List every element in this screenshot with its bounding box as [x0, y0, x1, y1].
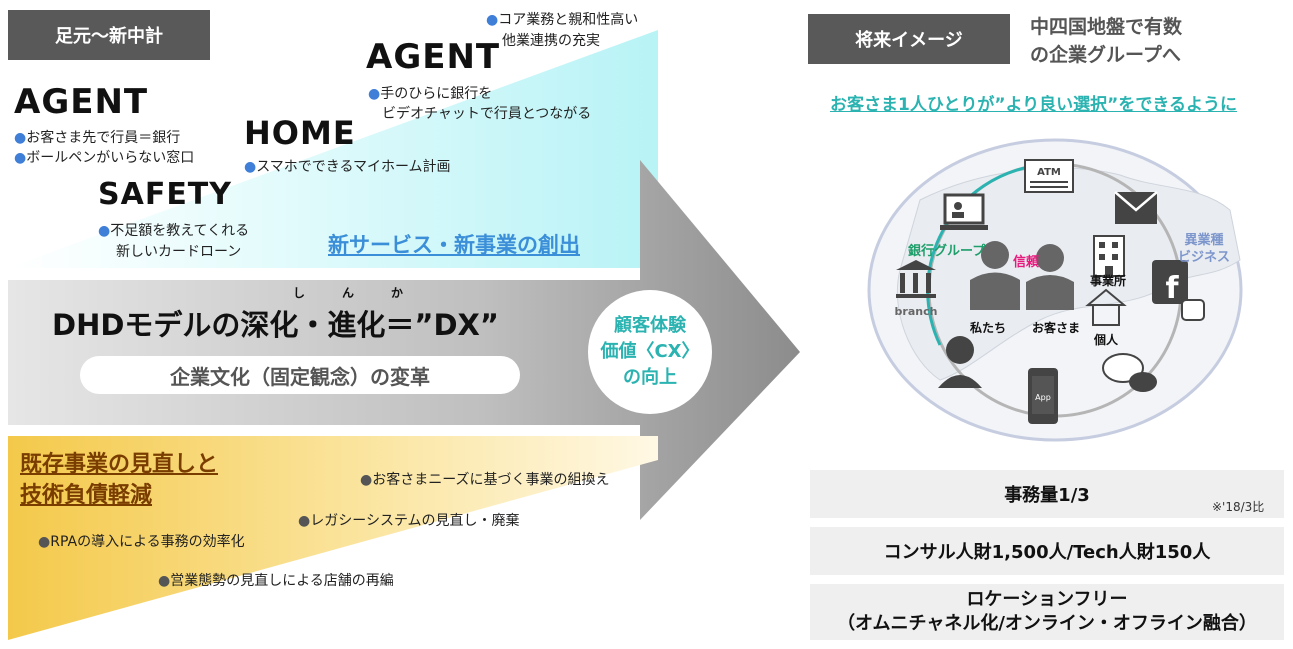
goal-workload: 事務量1/3 — [810, 470, 1284, 518]
dx-ruby: しんか — [293, 286, 403, 300]
chat-icon — [1102, 353, 1157, 392]
atm-icon: ATM — [1024, 159, 1074, 193]
header-note-2: の企業グループへ — [1030, 44, 1181, 66]
growth-wedge — [8, 30, 658, 268]
agent-title-1: AGENT — [14, 82, 149, 122]
people-icon — [970, 241, 1074, 310]
top-note-2: 他業連携の充実 — [502, 33, 600, 49]
home-bullet-1: ●スマホでできるマイホーム計画 — [244, 159, 451, 175]
svg-text:f: f — [1165, 271, 1179, 306]
agent2-bullet-2: ビデオチャットで行員とつながる — [382, 106, 592, 122]
review-bullet-4: ●営業態勢の見直しによる店舗の再編 — [158, 573, 394, 589]
review-title-2: 技術負債軽減 — [20, 483, 153, 508]
dx-arrow — [8, 160, 800, 520]
smartphone-icon: App — [1028, 368, 1058, 424]
top-note-1: ●コア業務と親和性高い — [486, 12, 639, 28]
svg-text:ビジネス: ビジネス — [1178, 249, 1230, 265]
home-title: HOME — [244, 114, 356, 152]
agent2-bullet-1: ●手のひらに銀行を — [368, 86, 493, 102]
bank-icon — [896, 260, 936, 298]
operator-icon — [938, 336, 982, 388]
mail-icon — [1114, 191, 1158, 224]
svg-text:branch: branch — [895, 305, 938, 318]
review-wedge — [8, 436, 658, 640]
header-note-1: 中四国地盤で有数 — [1030, 16, 1183, 38]
svg-text:事業所: 事業所 — [1090, 273, 1126, 288]
bank-arc — [926, 164, 1036, 346]
goal-location: ロケーションフリー （オムニチャネル化/オンライン・オフライン融合） — [810, 584, 1284, 640]
office-icon — [1093, 235, 1125, 277]
svg-text:銀行グループ: 銀行グループ — [908, 243, 986, 259]
review-title-1: 既存事業の見直しと — [20, 452, 219, 477]
review-bullet-3: ●RPAの導入による事務の効率化 — [38, 534, 245, 550]
agent1-bullet-2: ●ボールペンがいらない窓口 — [14, 150, 195, 166]
culture-pill: 企業文化（固定観念）の変革 — [80, 356, 520, 394]
svg-text:信頼: 信頼 — [1013, 254, 1040, 270]
svg-text:個人: 個人 — [1093, 332, 1119, 347]
agent-title-2: AGENT — [366, 37, 501, 77]
right-header: 将来イメージ — [808, 14, 1010, 64]
safety-title: SAFETY — [98, 177, 232, 212]
facebook-icon: f — [1152, 260, 1205, 321]
culture-text: 企業文化（固定観念）の変革 — [170, 364, 430, 389]
workload-note: ※'18/3比 — [1212, 500, 1265, 514]
agent1-bullet-1: ●お客さま先で行員＝銀行 — [14, 130, 181, 146]
house-icon — [1085, 288, 1127, 326]
video-chat-icon — [940, 193, 988, 230]
safety-bullet-1: ●不足額を教えてくれる — [98, 223, 250, 239]
dx-title: DHDモデルの深化・進化＝”DX” — [52, 308, 499, 342]
left-shapes — [8, 30, 800, 640]
cx-circle: 顧客体験価値〈CX〉の向上 — [588, 290, 712, 414]
review-bullet-1: ●お客さまニーズに基づく事業の組換え — [360, 472, 610, 488]
goal-talent: コンサル人財1,500人/Tech人財150人 — [810, 527, 1284, 575]
safety-bullet-2: 新しいカードローン — [116, 244, 242, 260]
svg-text:App: App — [1035, 393, 1051, 402]
ecosystem-diagram: ATM branch f — [867, 138, 1243, 442]
left-header: 足元～新中計 — [8, 10, 210, 60]
slogan: お客さま1人ひとりが”より良い選択”をできるように — [830, 95, 1237, 115]
svg-text:私たち: 私たち — [969, 320, 1006, 335]
svg-text:ATM: ATM — [1037, 167, 1061, 178]
svg-text:異業種: 異業種 — [1184, 232, 1223, 248]
svg-text:お客さま: お客さま — [1032, 320, 1080, 335]
new-service-label: 新サービス・新事業の創出 — [328, 233, 580, 257]
review-bullet-2: ●レガシーシステムの見直し・廃棄 — [298, 513, 520, 529]
